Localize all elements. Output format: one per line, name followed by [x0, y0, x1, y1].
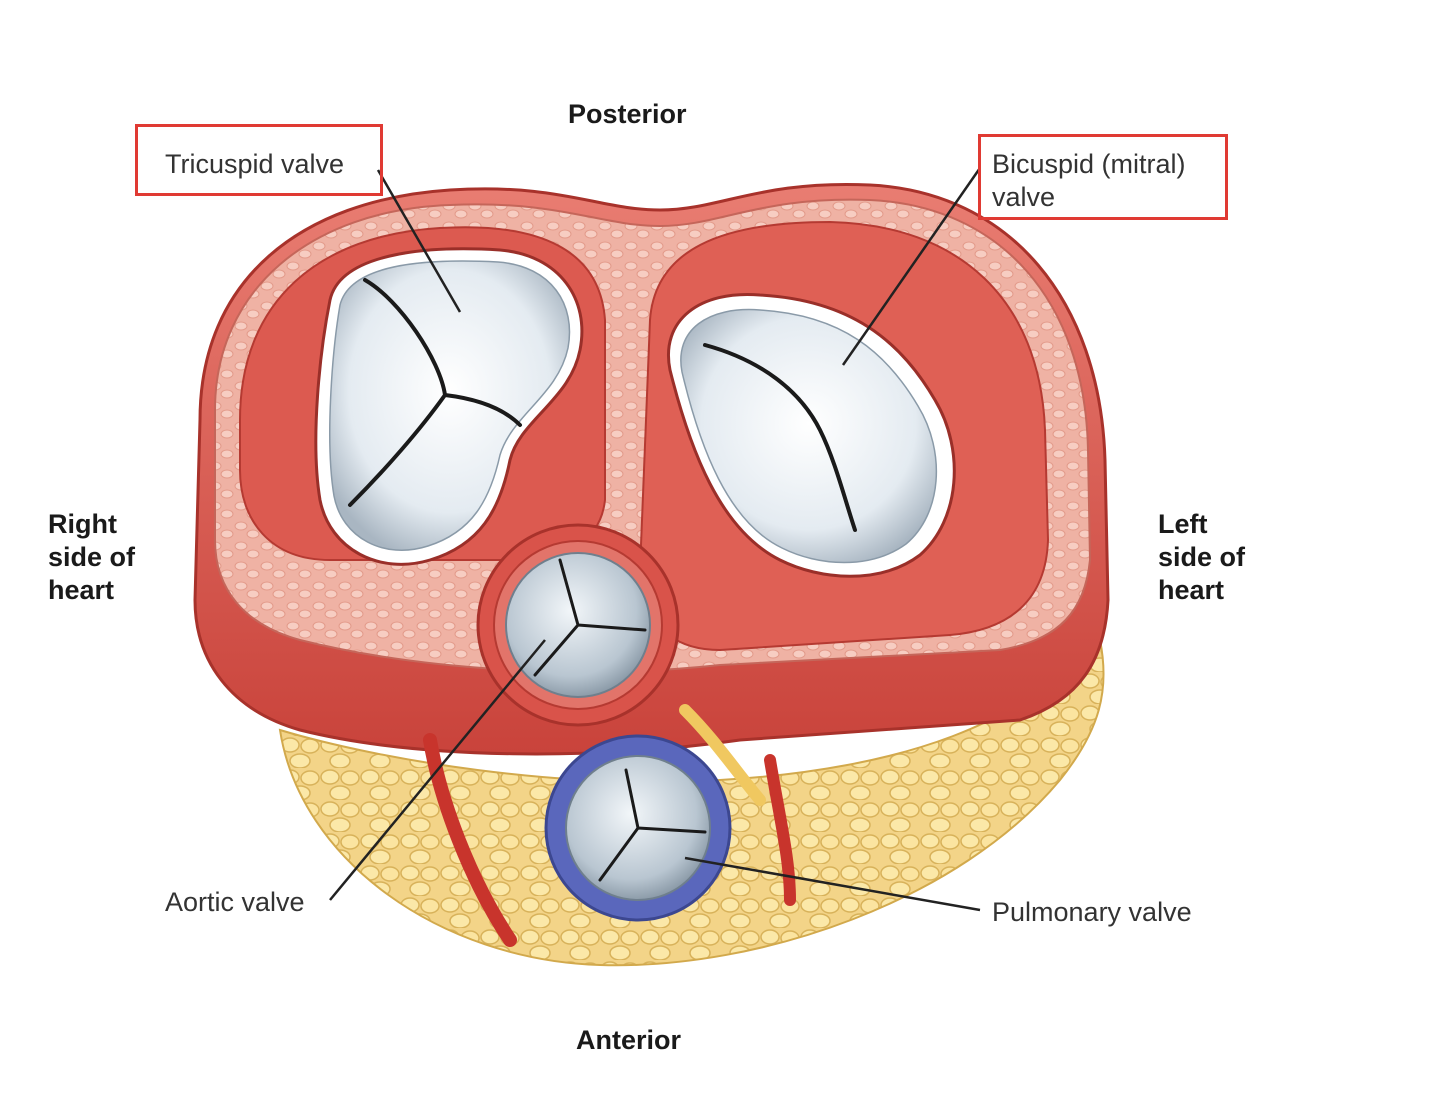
mitral-valve-leaflets [680, 308, 938, 564]
coronary-artery-right [423, 733, 517, 947]
coronary-artery-left [764, 754, 796, 906]
tricuspid-valve-label: Tricuspid valve [165, 149, 345, 179]
tricuspid-commissures [348, 278, 522, 507]
leader-line-pulmonary [684, 856, 981, 912]
leader-line-aortic [329, 639, 546, 901]
pulmonary-commissures [598, 768, 707, 882]
aortic-commissures [533, 558, 647, 677]
right-side-label: Right side of heart [48, 509, 136, 605]
coronary-artery-yellow [679, 704, 766, 806]
leader-line-bicuspid [841, 167, 982, 366]
left-side-label: Left side of heart [1158, 509, 1246, 605]
tricuspid-valve-leaflets [329, 260, 571, 551]
bicuspid-highlight-box [978, 134, 1228, 220]
pulmonary-valve-label: Pulmonary valve [992, 897, 1192, 927]
tricuspid-highlight-box [135, 124, 383, 196]
mitral-commissure [703, 343, 857, 532]
aortic-valve-label: Aortic valve [165, 887, 305, 917]
leader-line-tricuspid [376, 169, 462, 313]
posterior-label: Posterior [568, 99, 687, 129]
bicuspid-valve-label: Bicuspid (mitral) valve [992, 149, 1186, 212]
anterior-label: Anterior [576, 1025, 682, 1055]
